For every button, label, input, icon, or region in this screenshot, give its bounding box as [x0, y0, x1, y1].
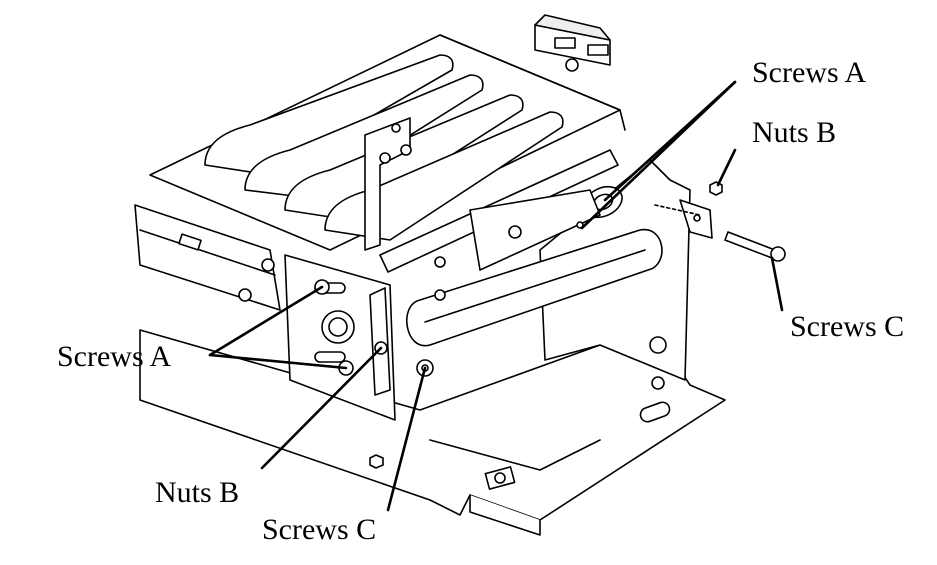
leader-nuts-b-right: [716, 148, 737, 187]
leader-screws-c-left: [386, 366, 427, 512]
right-hardware: [709, 181, 786, 262]
leader-screws-a-left-2: [208, 353, 348, 370]
leader-lines: [208, 80, 784, 512]
leader-screws-a-left-1: [208, 285, 324, 357]
label-screws-a-left: Screws A: [57, 340, 172, 373]
leader-nuts-b-left: [260, 346, 383, 470]
label-screws-c-left: Screws C: [262, 513, 377, 546]
leader-screws-c-right: [770, 256, 784, 312]
left-bracket-plate: [284, 254, 396, 421]
top-connector: [534, 14, 611, 72]
platen-roller: [406, 228, 663, 377]
leader-screws-a-right-2: [580, 80, 737, 230]
label-nuts-b-left: Nuts B: [155, 476, 240, 509]
label-screws-c-right: Screws C: [790, 310, 905, 343]
front-nut: [369, 376, 665, 469]
top-bracket: [364, 117, 412, 251]
inner-rollers: [434, 221, 584, 301]
vertical-arm: [369, 287, 391, 396]
alignment-line: [654, 204, 701, 216]
label-nuts-b-right: Nuts B: [752, 116, 837, 149]
upper-shaft: [379, 149, 623, 273]
label-screws-a-right: Screws A: [752, 56, 867, 89]
left-rail: [134, 204, 281, 311]
